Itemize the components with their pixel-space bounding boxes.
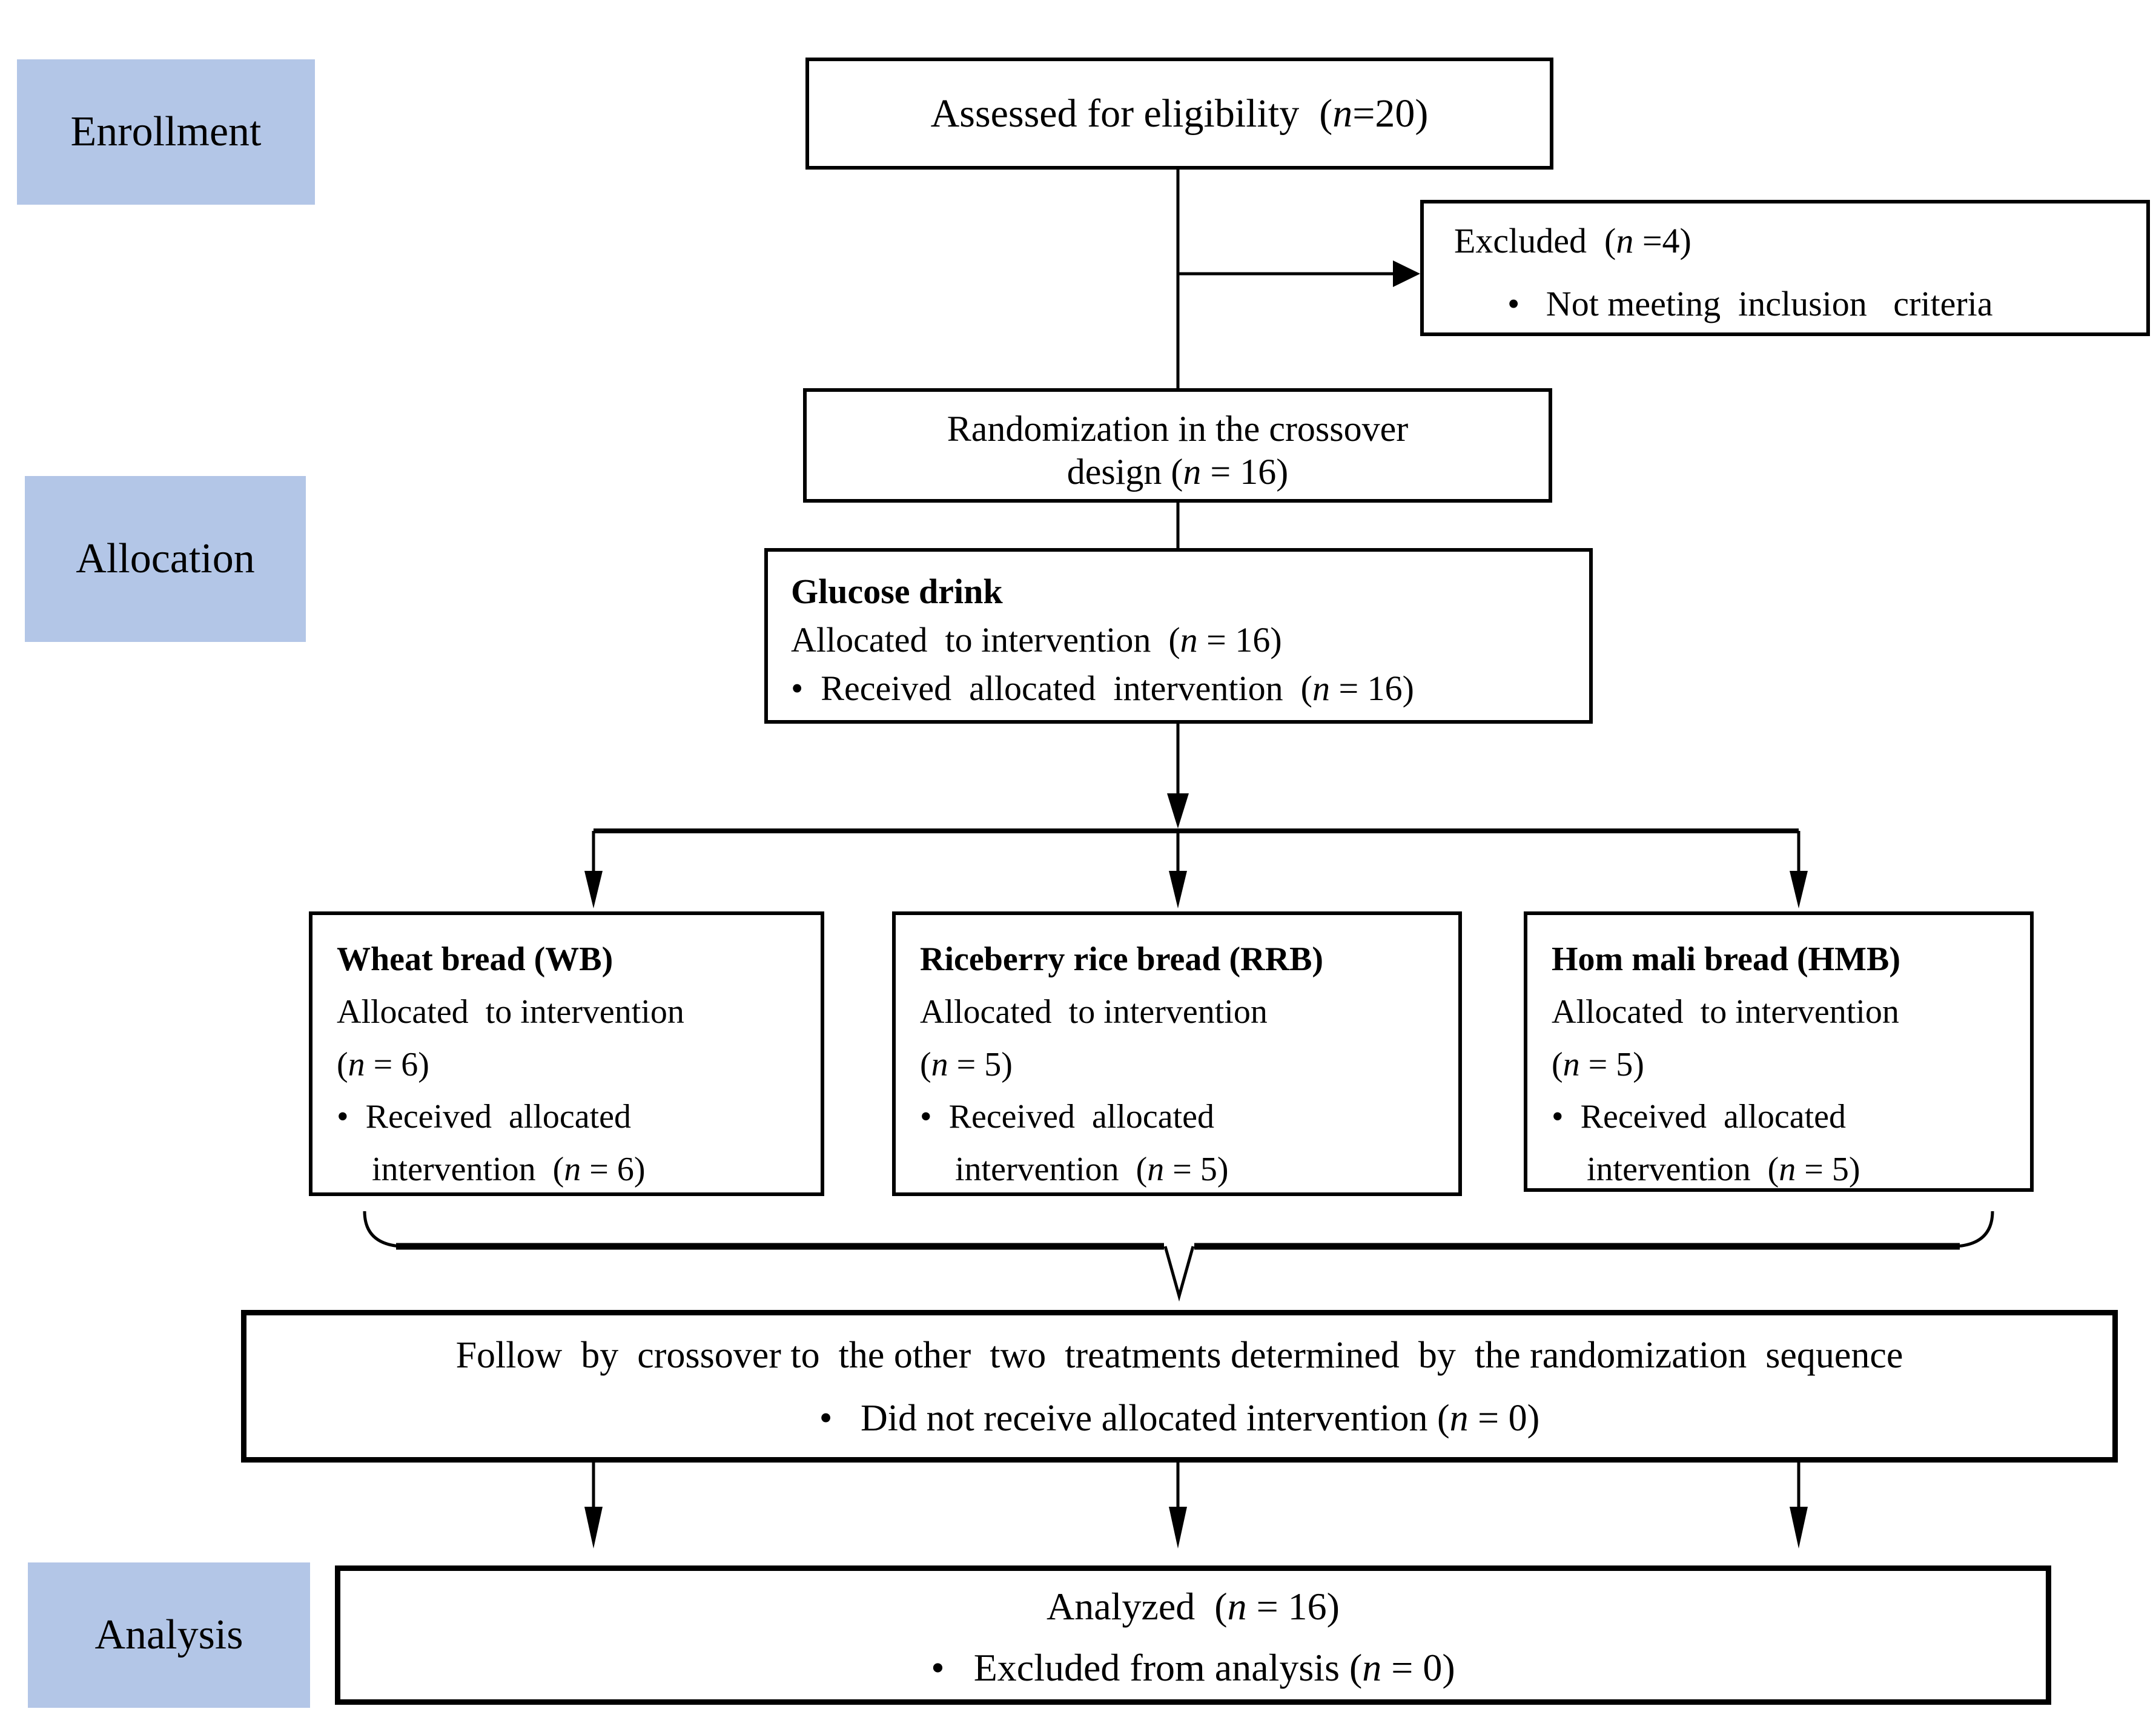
- box-text-line: Follow by crossover to the other two tre…: [455, 1335, 1903, 1376]
- box-randomization: Randomization in the crossover design (n…: [803, 388, 1552, 503]
- stage-label-text: Allocation: [76, 535, 255, 582]
- box-bullet-line: • Excluded from analysis (n = 0): [931, 1646, 1455, 1690]
- merge-brace-right-tick: [1956, 1211, 1994, 1248]
- box-text-line: intervention (n = 5): [1587, 1151, 1860, 1189]
- arrowhead-analyzed-center-icon: [1169, 1507, 1187, 1549]
- box-text-line: Allocated to intervention: [920, 993, 1268, 1031]
- box-bullet-line: • Received allocated: [920, 1098, 1215, 1136]
- arrowhead-excluded-icon: [1393, 260, 1420, 287]
- stage-label-allocation: Allocation: [25, 476, 306, 642]
- box-text-line: Randomization in the crossover: [947, 409, 1409, 449]
- box-assessed-eligibility: Assessed for eligibility (n=20): [805, 58, 1553, 170]
- box-text-line: Analyzed (n = 16): [1047, 1585, 1340, 1628]
- box-text-line: Assessed for eligibility (n=20): [930, 91, 1429, 136]
- box-title-line: Wheat bread (WB): [337, 941, 613, 978]
- box-text-line: design (n = 16): [1066, 451, 1289, 492]
- arrowhead-analyzed-left-icon: [584, 1507, 603, 1549]
- arrowhead-hommali-icon: [1790, 871, 1808, 908]
- box-text-line: (n = 6): [337, 1045, 429, 1083]
- box-bullet-line: • Did not receive allocated intervention…: [819, 1398, 1540, 1440]
- box-crossover-followup: Follow by crossover to the other two tre…: [241, 1310, 2118, 1463]
- box-text-line: (n = 5): [1552, 1045, 1644, 1083]
- stage-label-text: Enrollment: [70, 108, 262, 155]
- arrowhead-riceberry-icon: [1169, 871, 1187, 908]
- arrowhead-wheat-icon: [584, 871, 603, 908]
- box-text-line: Allocated to intervention: [337, 993, 684, 1031]
- box-text-line: intervention (n = 6): [372, 1151, 646, 1189]
- box-hom-mali-bread: Hom mali bread (HMB) Allocated to interv…: [1524, 911, 2034, 1192]
- merge-brace-left-tick: [363, 1211, 402, 1248]
- box-title-line: Glucose drink: [791, 572, 1003, 611]
- arrowhead-split-icon: [1167, 793, 1189, 828]
- box-bullet-line: • Received allocated: [337, 1098, 632, 1136]
- box-riceberry-bread: Riceberry rice bread (RRB) Allocated to …: [892, 911, 1462, 1196]
- box-text-line: intervention (n = 5): [955, 1151, 1229, 1189]
- box-bullet-line: • Received allocated intervention (n = 1…: [791, 669, 1414, 709]
- stage-label-enrollment: Enrollment: [17, 59, 315, 205]
- box-excluded: Excluded (n =4) • Not meeting inclusion …: [1420, 200, 2150, 336]
- box-text-line: Excluded (n =4): [1454, 221, 1691, 260]
- merge-brace-center-point: [1163, 1246, 1195, 1302]
- stage-label-text: Analysis: [94, 1612, 243, 1658]
- box-glucose-drink: Glucose drink Allocated to intervention …: [764, 548, 1593, 724]
- box-bullet-line: • Received allocated: [1552, 1098, 1847, 1136]
- arrowhead-analyzed-right-icon: [1790, 1507, 1808, 1549]
- box-wheat-bread: Wheat bread (WB) Allocated to interventi…: [309, 911, 824, 1196]
- stage-label-analysis: Analysis: [28, 1562, 310, 1708]
- box-text-line: Allocated to intervention: [1552, 993, 1899, 1031]
- box-bullet-line: • Not meeting inclusion criteria: [1507, 284, 1993, 324]
- box-text-line: (n = 5): [920, 1045, 1013, 1083]
- box-text-line: Allocated to intervention (n = 16): [791, 620, 1282, 660]
- box-title-line: Hom mali bread (HMB): [1552, 941, 1901, 978]
- box-title-line: Riceberry rice bread (RRB): [920, 941, 1324, 978]
- box-analyzed: Analyzed (n = 16) • Excluded from analys…: [335, 1565, 2051, 1705]
